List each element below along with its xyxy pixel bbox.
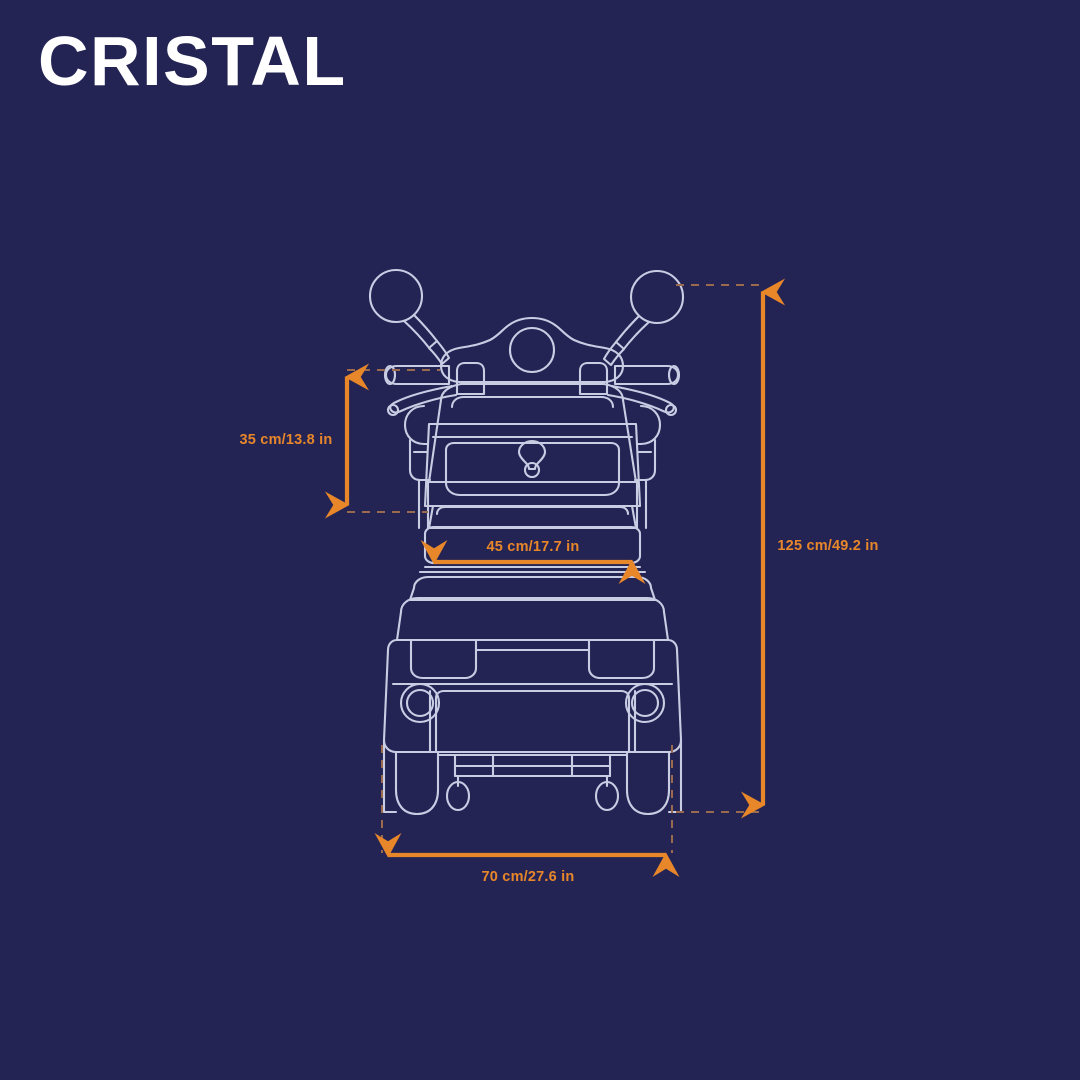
handlebar-cowl — [439, 316, 625, 384]
handlebar-grips — [383, 361, 681, 417]
right-armrest — [633, 404, 662, 530]
body-front-fairing — [382, 638, 683, 754]
left-mirror — [368, 268, 451, 366]
seat-width-label: 45 cm/17.7 in — [487, 539, 580, 555]
left-armrest — [403, 404, 432, 530]
overall-width-label: 70 cm/27.6 in — [482, 869, 575, 885]
left-wheel-arch — [382, 738, 398, 814]
right-mirror — [602, 269, 685, 367]
overall-height-label: 125 cm/49.2 in — [777, 538, 878, 554]
undercarriage-frame — [436, 753, 629, 812]
dimension-arrows — [324, 278, 786, 878]
front-storage-basket — [423, 422, 642, 508]
right-headlight — [624, 682, 666, 724]
front-console-shroud — [427, 382, 638, 484]
seat-height-label: 35 cm/13.8 in — [240, 432, 333, 448]
page-title: CRISTAL — [38, 22, 347, 100]
left-headlight — [399, 682, 441, 724]
left-front-wheel — [394, 750, 440, 816]
dimension-guide-lines — [347, 284, 763, 853]
right-front-wheel — [625, 750, 671, 816]
body-upper-deck — [395, 575, 670, 642]
